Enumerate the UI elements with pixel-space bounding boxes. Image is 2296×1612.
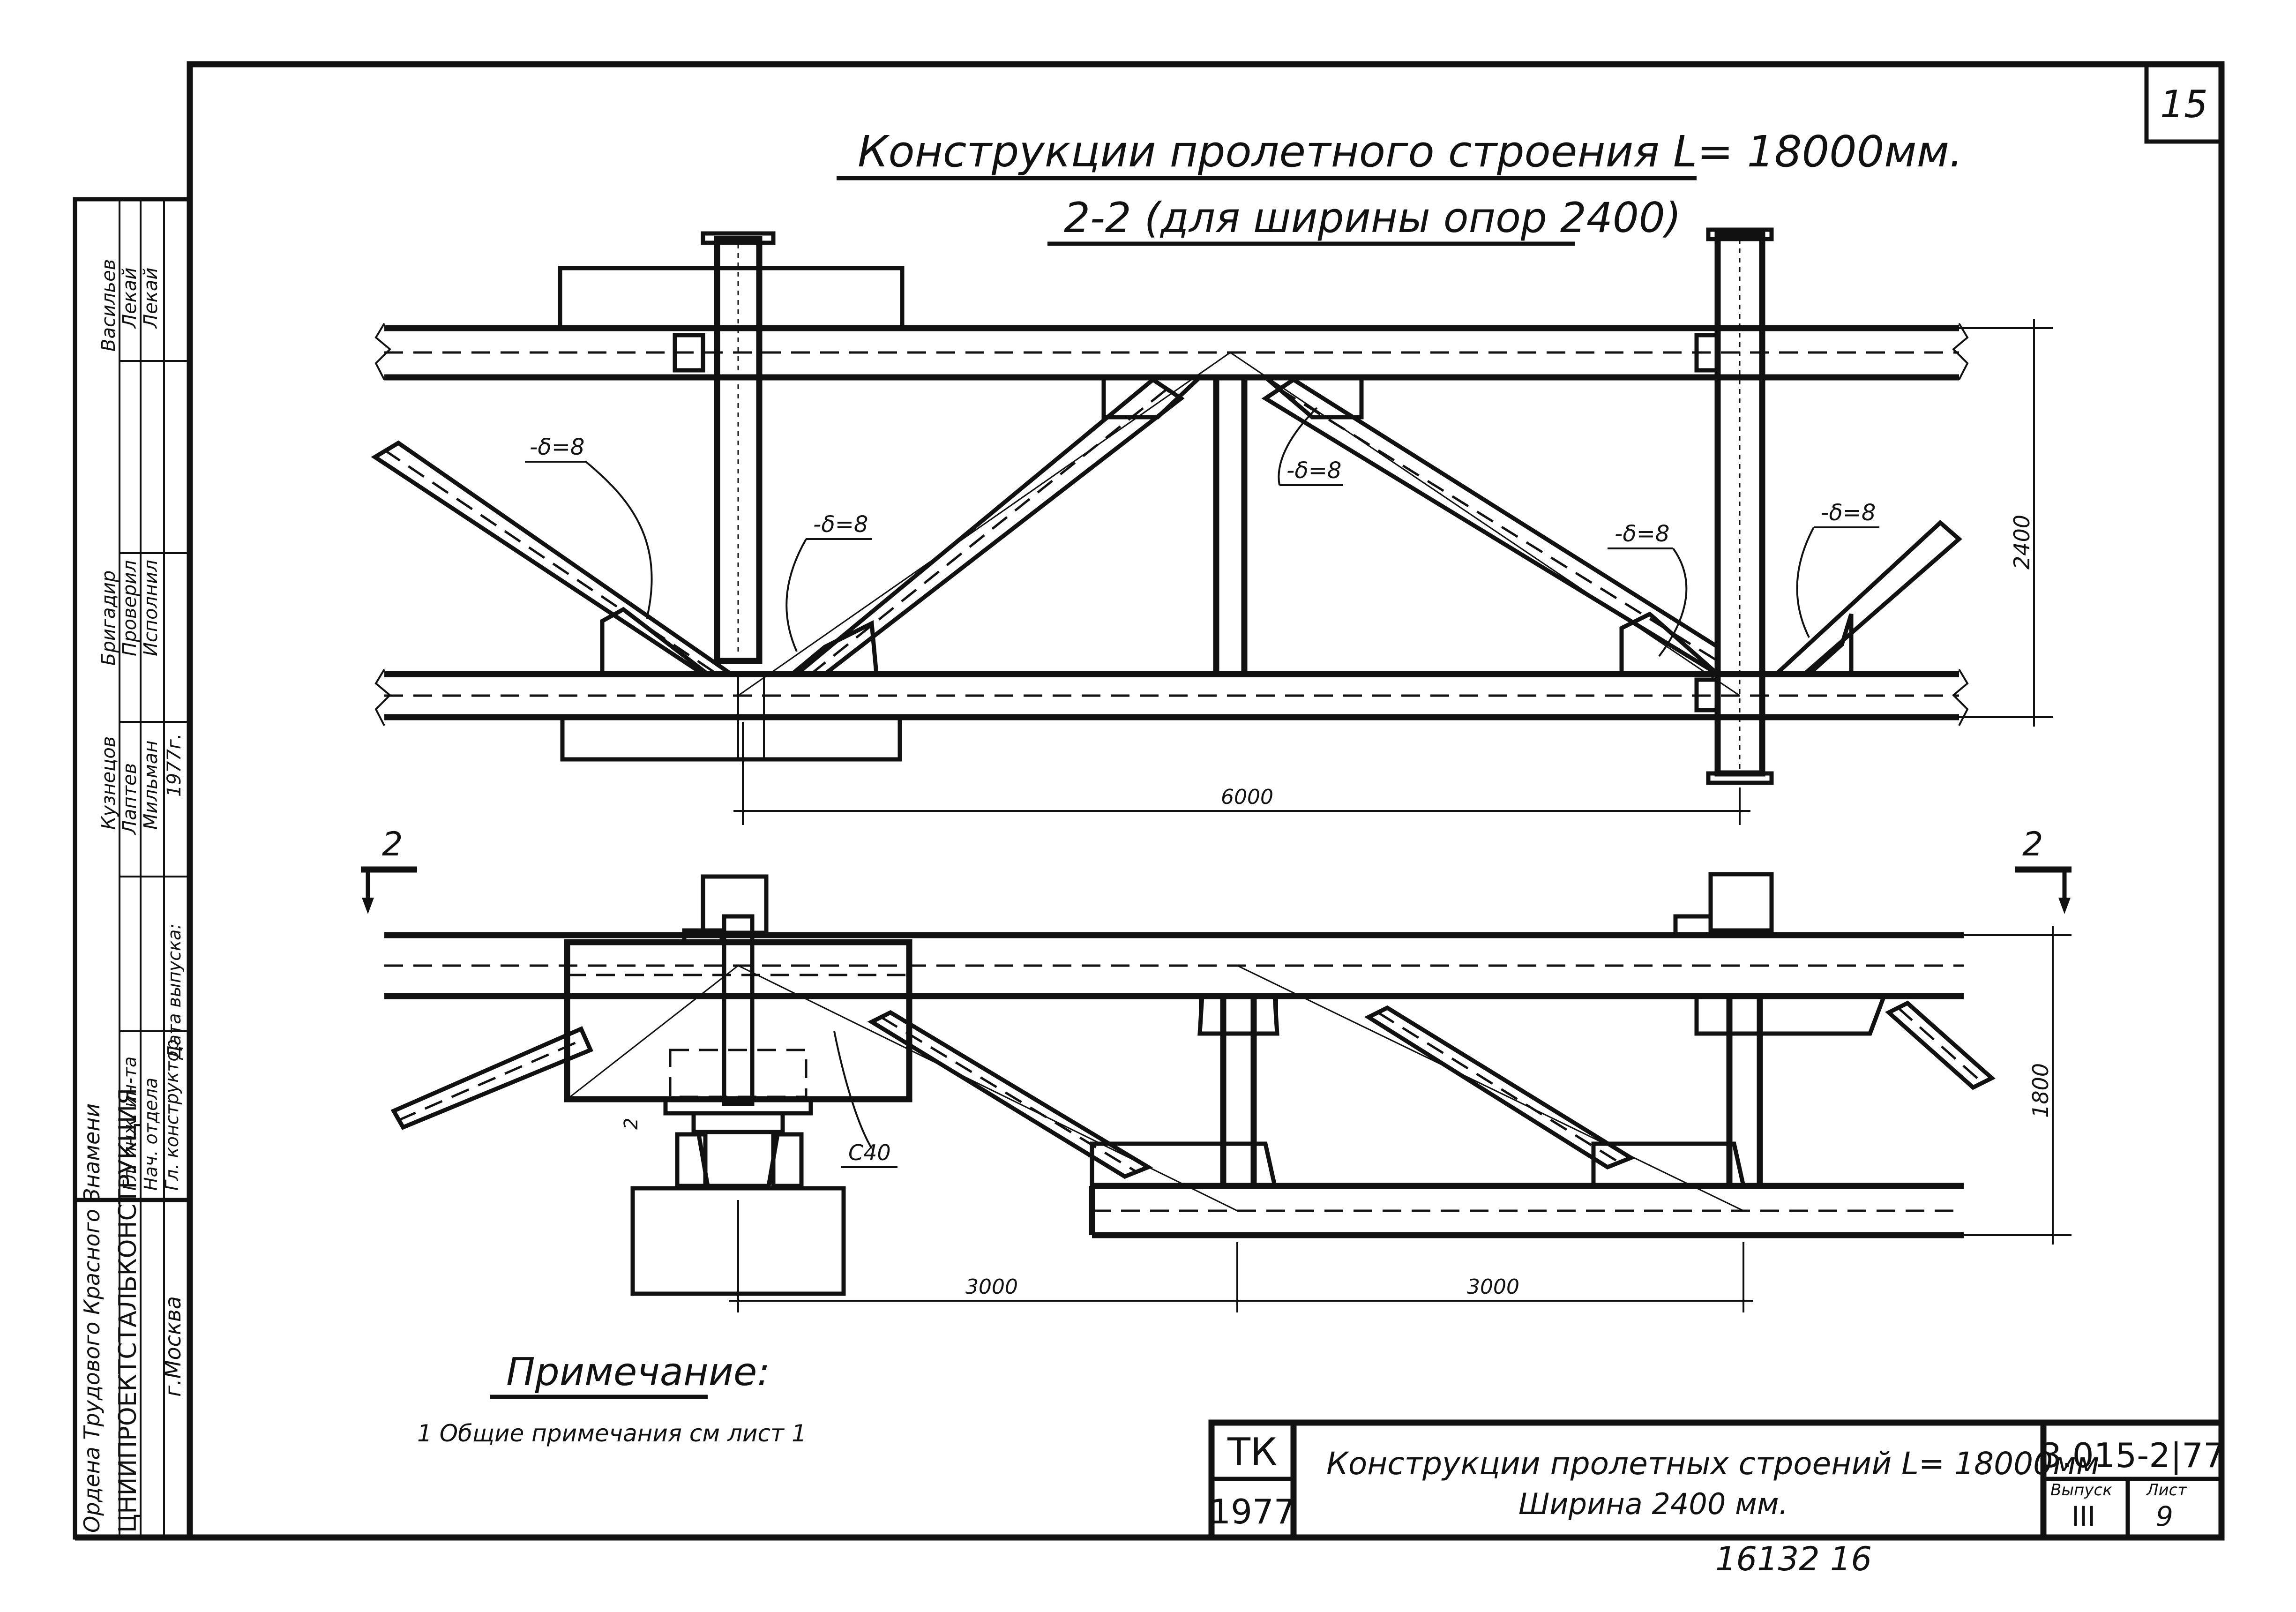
stamp-name-b2: Проверил (119, 560, 141, 656)
truss-elevation: -δ=8 -δ=8 -δ=8 -δ=8 -δ=8 2400 6000 (371, 227, 2053, 825)
drawing-frame (187, 61, 2225, 1541)
title-block: ТК 1977 Конструкции пролетных строений L… (1208, 1419, 2225, 1541)
tb-series: 3.015-2|77 (2040, 1436, 2225, 1476)
dim-span-bottom-right: 3000 (1467, 1275, 1519, 1299)
section-marker-right: 2 (2022, 825, 2043, 863)
stamp-name-a1: Васильев (98, 259, 120, 352)
plate-label-4: -δ=8 (1615, 521, 1669, 547)
plate-label-3: -δ=8 (1286, 457, 1341, 484)
stamp-name-a2: Бригадир (98, 570, 120, 666)
note-heading: Примечание: (506, 1350, 770, 1395)
side-stamp: Ордена Трудового Красного Знамени ЦНИИПР… (73, 197, 192, 1540)
dim-height-bottom: 1800 (2028, 1063, 2053, 1118)
gap-label: 2 (621, 1118, 642, 1130)
section-title: 2-2 (для ширины опор 2400) (1064, 194, 1681, 242)
stamp-org-line1: Ордена Трудового Красного Знамени (79, 1103, 105, 1533)
stamp-role-2: Нач. отдела (141, 1078, 161, 1191)
stamp-role-4: Дата выпуска: (164, 923, 185, 1060)
section-marker-left: 2 (382, 825, 403, 863)
stamp-org-line2: ЦНИИПРОЕКТСТАЛЬКОНСТРУКЦИЯ (114, 1088, 142, 1533)
dim-span-top: 6000 (1221, 785, 1273, 809)
tb-sheet-value: 9 (2156, 1500, 2173, 1532)
stamp-role-3: Гл. конструктор (162, 1039, 182, 1191)
drawing-title: Конструкции пролетного строения L= 18000… (858, 127, 1963, 177)
stamp-name-c2: Исполнил (140, 560, 162, 656)
stamp-name-b3: Лаптев (119, 763, 141, 835)
channel-label: C40 (848, 1140, 891, 1165)
tb-issue-label: Выпуск (2050, 1481, 2112, 1500)
stamp-org-line3: г.Москва (160, 1296, 186, 1397)
stamp-name-c3: Мильман (140, 741, 162, 830)
truss-plan: 2 2 2 (361, 825, 2072, 1312)
plate-label-5: -δ=8 (1821, 500, 1876, 526)
stamp-role-1: Гл. инж. ин-та (120, 1057, 140, 1191)
tb-title-line2: Ширина 2400 мм. (1518, 1487, 1788, 1521)
plate-label-2: -δ=8 (813, 511, 868, 538)
dim-span-bottom-left: 3000 (965, 1275, 1018, 1299)
plate-label-1: -δ=8 (530, 434, 584, 460)
archive-number: 16132 16 (1715, 1540, 1872, 1578)
tb-issue-value: III (2072, 1500, 2095, 1532)
tb-title-line1: Конструкции пролетных строений L= 18000м… (1326, 1446, 2100, 1482)
stamp-year: 1977г. (164, 733, 185, 797)
note-text: 1 Общие примечания см лист 1 (417, 1420, 807, 1447)
stamp-name-c1: Лекай (140, 268, 162, 329)
dim-height-top: 2400 (2009, 515, 2034, 570)
tb-code-bottom: 1977 (1209, 1492, 1295, 1531)
tb-code-top: ТК (1227, 1430, 1277, 1474)
sheet-number: 15 (2160, 82, 2208, 126)
sheet-number-box (2144, 62, 2224, 144)
tb-sheet-label: Лист (2146, 1481, 2187, 1500)
stamp-name-a3: Кузнецов (98, 736, 120, 830)
stamp-name-b1: Лекай (119, 268, 141, 329)
